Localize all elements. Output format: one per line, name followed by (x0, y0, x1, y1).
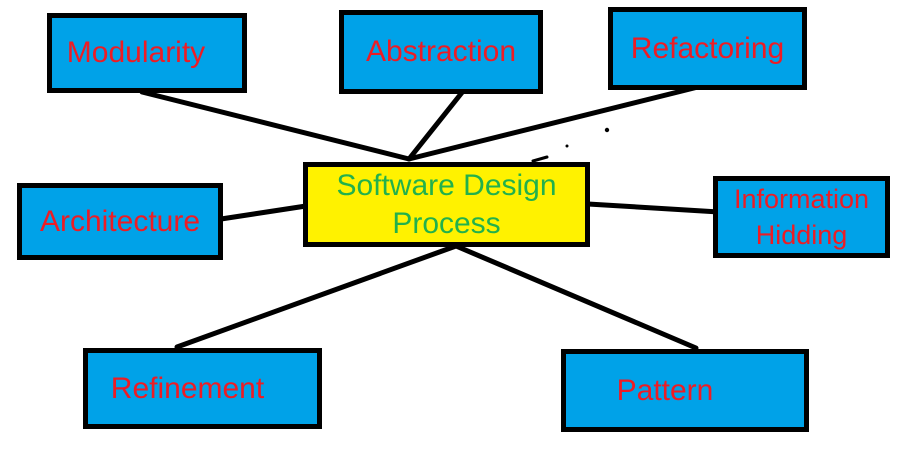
node-refinement-label: Refinement (110, 371, 265, 405)
edge-center-refactoring (406, 84, 701, 162)
stray-tick-mark (531, 155, 549, 163)
edge-center-information (585, 201, 722, 215)
node-modularity: Modularity (47, 13, 247, 93)
node-abstraction-label: Abstraction (365, 35, 517, 68)
node-abstraction: Abstraction (339, 10, 543, 94)
node-pattern: Pattern (561, 349, 809, 432)
node-architecture-label: Architecture (39, 204, 201, 238)
edge-center-architecture (218, 203, 309, 222)
node-information-hidding: Information Hidding (713, 176, 890, 258)
node-modularity-label: Modularity (66, 36, 206, 69)
edge-center-refinement (174, 243, 459, 350)
node-refactoring-label: Refactoring (630, 31, 785, 65)
stray-dot-large (604, 127, 610, 133)
node-refinement: Refinement (83, 348, 322, 429)
node-software-design-process-label: Software Design Process (336, 168, 557, 240)
node-software-design-process: Software Design Process (303, 162, 590, 247)
edge-center-modularity (139, 89, 412, 162)
edge-center-pattern (453, 243, 699, 351)
node-architecture: Architecture (17, 183, 223, 260)
edge-center-abstraction (406, 87, 467, 162)
node-information-hidding-label: Information Hidding (733, 184, 870, 250)
stray-dot-small (565, 144, 569, 148)
node-refactoring: Refactoring (608, 7, 807, 90)
node-pattern-label: Pattern (616, 373, 714, 407)
